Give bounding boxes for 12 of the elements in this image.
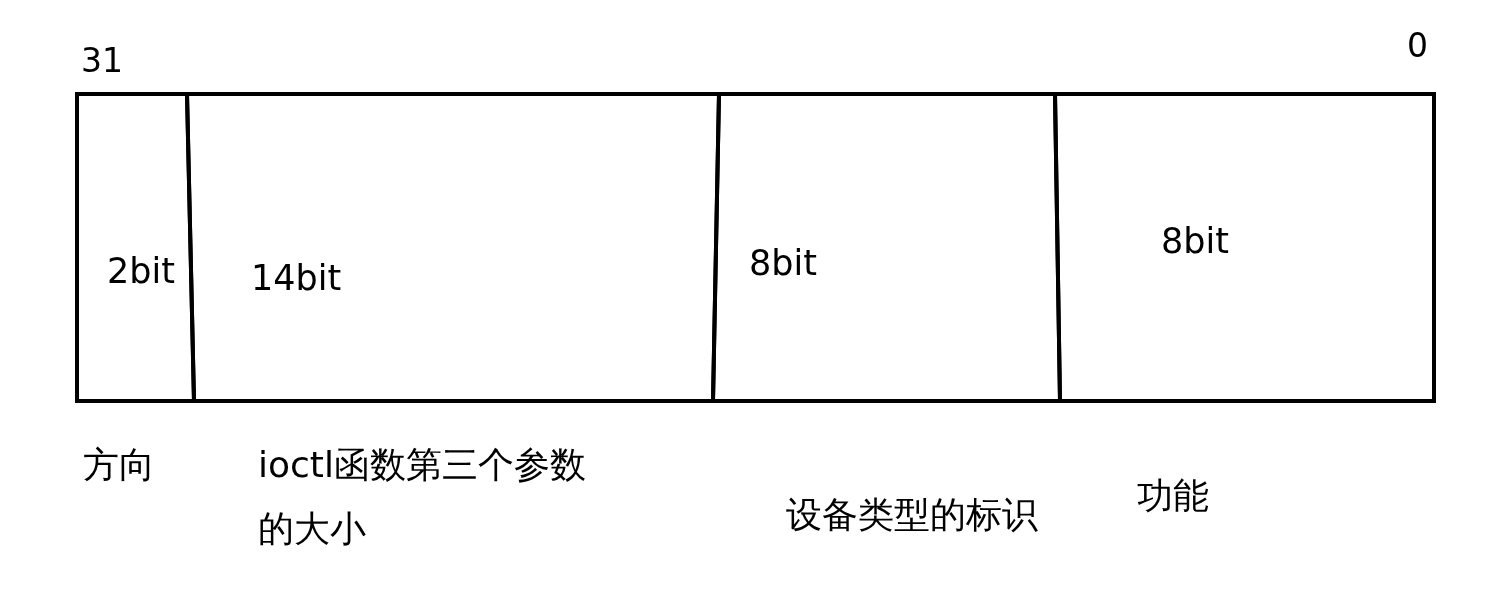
bit-index: 0 — [1407, 28, 1428, 65]
field-caption: 功能 — [1137, 476, 1209, 516]
bit-width-text: 8bit — [1161, 222, 1229, 261]
bit-index: 31 — [81, 43, 123, 80]
field-caption: 方向 — [83, 445, 155, 485]
bit-width-text: 8bit — [749, 244, 817, 283]
field-caption: ioctl函数第三个参数的大小 — [258, 443, 587, 551]
register-field — [711, 92, 1062, 403]
bit-width-text: 2bit — [107, 252, 175, 291]
bit-width-text: 14bit — [251, 259, 342, 298]
field-caption: 设备类型的标识 — [786, 495, 1038, 535]
register-field — [1053, 92, 1436, 403]
